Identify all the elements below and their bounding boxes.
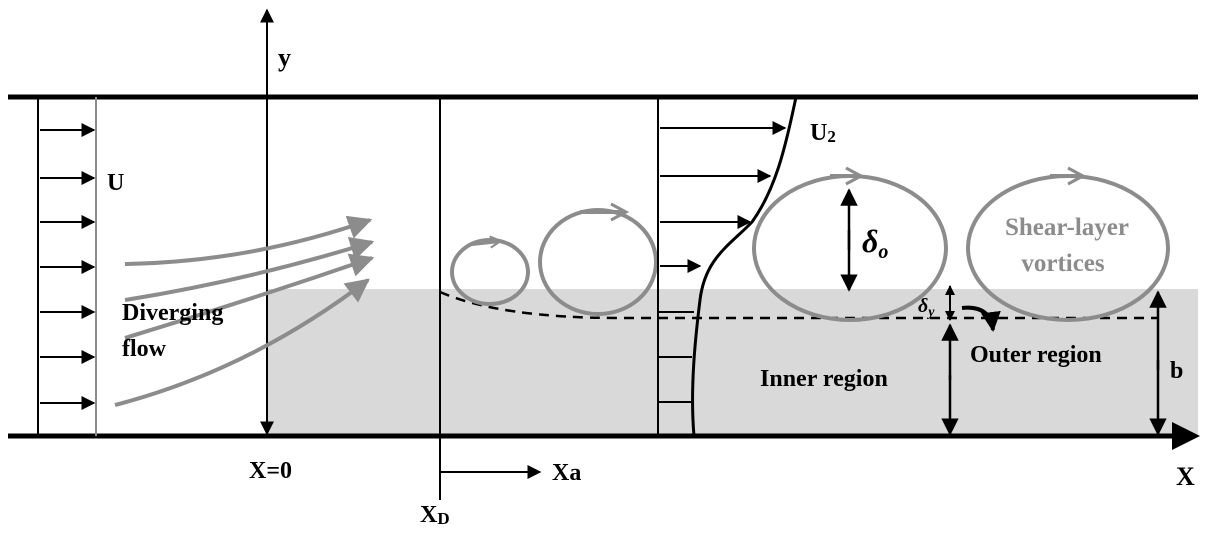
- x-axis-arrowhead: [1172, 422, 1200, 450]
- x-axis-label: X: [1176, 462, 1195, 491]
- delta-o-label: δo: [862, 223, 888, 263]
- diverging-flow-line2: flow: [122, 336, 167, 362]
- xd-sub: D: [437, 509, 449, 528]
- small-vortices: [450, 210, 658, 316]
- diverging-flow-arrows: [114, 215, 375, 407]
- outer-region-arrow: [961, 305, 1001, 332]
- xa-label: Xa: [552, 460, 581, 486]
- u2-label: U2: [810, 120, 836, 146]
- xd-main: X: [420, 502, 438, 528]
- velocity-profile-curve: [691, 96, 798, 437]
- shear-layer-line2: vortices: [1021, 250, 1105, 277]
- inner-region-label: Inner region: [760, 366, 888, 392]
- delta-o-sub: o: [878, 241, 888, 263]
- b-label: b: [1170, 358, 1183, 384]
- delta-y-label: δy: [918, 295, 935, 320]
- diverging-flow-line1: Diverging: [122, 300, 223, 326]
- y-axis-label: y: [278, 43, 291, 72]
- outer-region-label: Outer region: [970, 342, 1102, 368]
- profile-2-short-lines: [658, 311, 694, 403]
- u2-main: U: [810, 120, 827, 146]
- delta-o-main: δ: [862, 223, 878, 259]
- u2-sub: 2: [827, 127, 836, 146]
- shaded-region: [268, 289, 1198, 436]
- x-zero-label: X=0: [249, 458, 292, 484]
- xd-label: XD: [420, 502, 450, 528]
- large-vortices: [752, 176, 1170, 322]
- delta-y-main: δ: [918, 295, 928, 317]
- inlet-velocity-arrows: [40, 123, 96, 410]
- delta-y-sub: y: [926, 305, 935, 320]
- profile-2-arrows: [660, 121, 787, 273]
- shear-layer-line1: Shear-layer: [1005, 214, 1129, 241]
- inflow-velocity-label: U: [107, 170, 124, 196]
- shear-layer-line: [439, 290, 1158, 320]
